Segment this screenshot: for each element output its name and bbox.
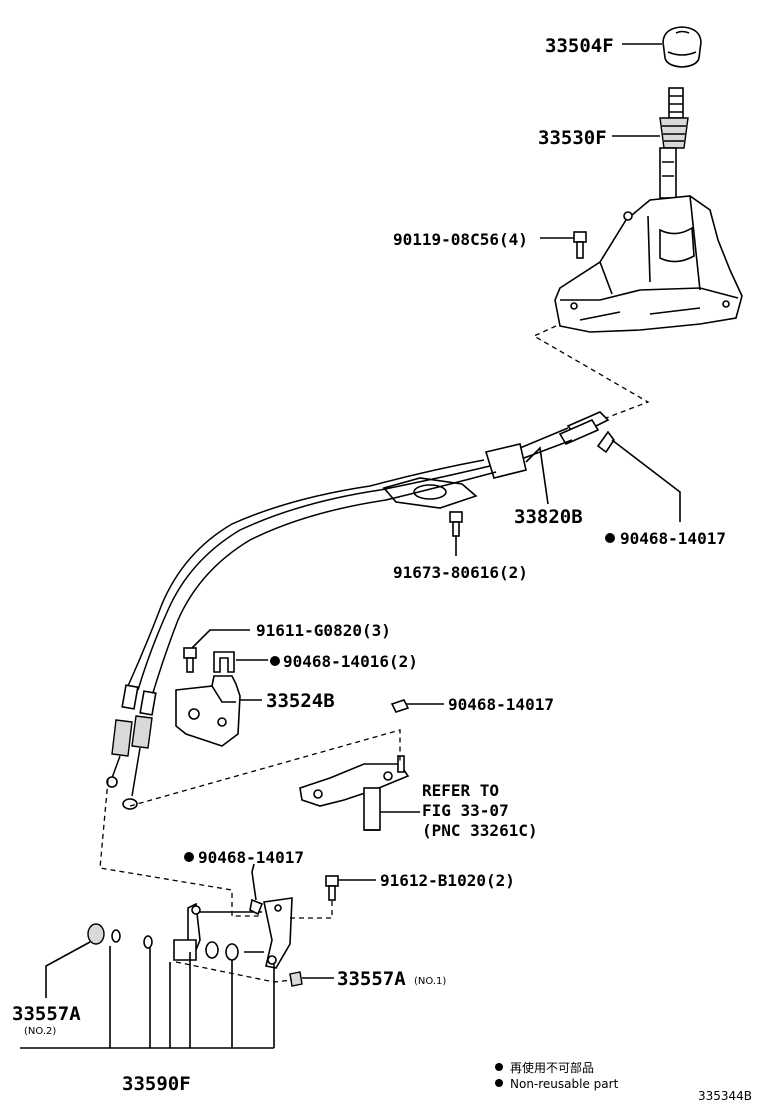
lower-linkage-drawing (87, 871, 293, 969)
label-33557A-no2-sub: (NO.2) (24, 1026, 56, 1037)
label-33557A-no2: 33557A (12, 1003, 81, 1025)
legend: 再使用不可部品 Non-reusable part (495, 1060, 619, 1091)
retainer-no1-drawing (289, 971, 303, 987)
label-90468-14017-mid: 90468-14017 (448, 695, 554, 714)
label-33820B: 33820B (514, 506, 583, 528)
label-90119-08C56: 90119-08C56(4) (393, 230, 528, 249)
legend-text-en: Non-reusable part (510, 1077, 619, 1091)
legend-marker-jp (495, 1063, 503, 1071)
label-33557A-no1: 33557A (337, 968, 406, 990)
lever-shaft-drawing (659, 87, 689, 199)
upper-clip-drawing (596, 430, 615, 454)
label-91673-80616: 91673-80616(2) (393, 563, 528, 582)
non-reusable-marker (184, 852, 194, 862)
pair-clip-drawing (213, 651, 235, 673)
label-90468-14017-lower: 90468-14017 (198, 848, 304, 867)
shift-knob-drawing (662, 26, 702, 68)
lower-bolt-drawing (325, 875, 339, 901)
label-90468-14017-upper: 90468-14017 (620, 529, 726, 548)
bracket-bolt-drawing (183, 647, 197, 673)
label-33530F: 33530F (538, 127, 607, 149)
label-33590F: 33590F (122, 1073, 191, 1095)
lever-base-housing-drawing (554, 195, 743, 333)
label-33557A-no1-sub: (NO.1) (414, 976, 446, 987)
label-33524B: 33524B (266, 690, 335, 712)
legend-text-jp: 再使用不可部品 (510, 1060, 594, 1075)
figure-code: 335344B (698, 1089, 752, 1103)
cable-bolt-drawing (449, 511, 463, 537)
base-bolt-drawing (573, 231, 587, 259)
refer-note-line3: (PNC 33261C) (422, 821, 538, 840)
legend-marker-en (495, 1079, 503, 1087)
bracket-drawing (175, 675, 241, 747)
refer-note-line2: FIG 33-07 (422, 801, 509, 820)
label-33504F: 33504F (545, 35, 614, 57)
leader-lines (20, 43, 681, 1049)
label-91612-B1020: 91612-B1020(2) (380, 871, 515, 890)
label-90468-14016: 90468-14016(2) (283, 652, 418, 671)
refer-note-line1: REFER TO (422, 781, 499, 800)
mid-clip-drawing (390, 699, 410, 713)
label-91611-G0820: 91611-G0820(3) (256, 621, 391, 640)
control-cable-drawing (106, 411, 610, 810)
non-reusable-marker (605, 533, 615, 543)
transmission-lever-drawing (299, 755, 410, 831)
non-reusable-marker (270, 656, 280, 666)
